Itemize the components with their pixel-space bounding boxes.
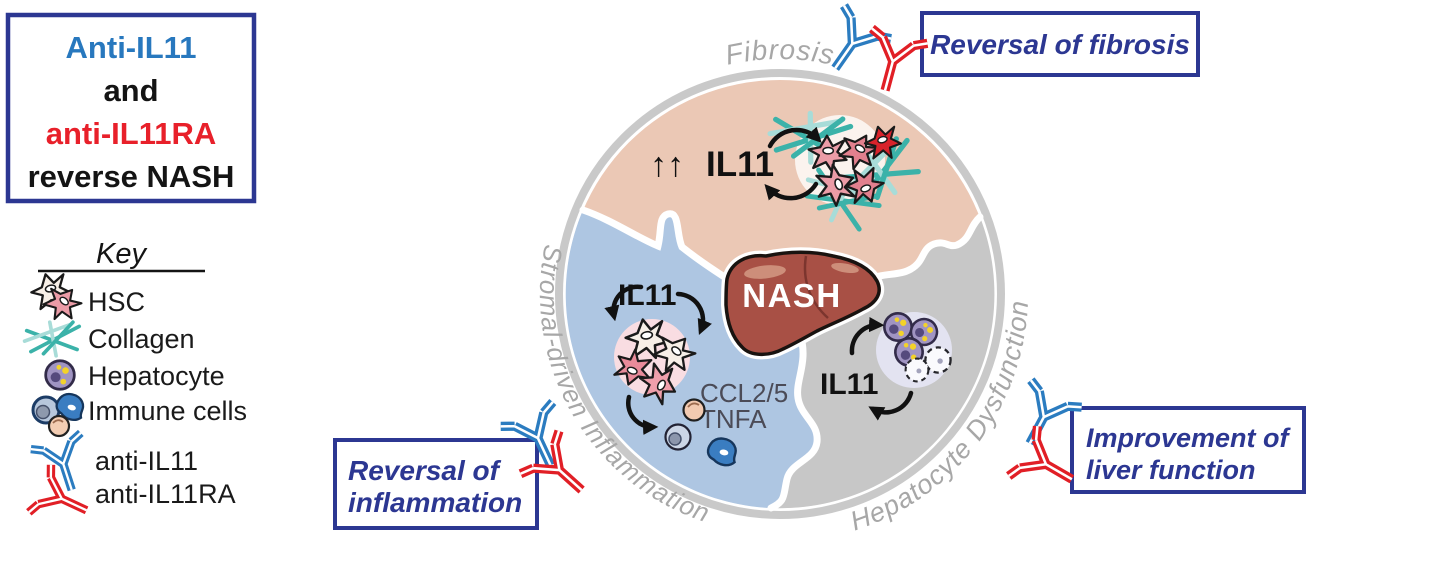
immune-cells-cluster: [664, 398, 740, 468]
title-line-and: and: [103, 73, 158, 108]
nash-label: NASH: [742, 277, 842, 314]
seam-inflammation-dysfunction: [767, 330, 821, 512]
outcome-label-liver-line2: liver function: [1086, 455, 1256, 485]
hepatocyte-icon: [44, 359, 76, 391]
key-label-hsc: HSC: [88, 287, 145, 317]
liver-highlight: [831, 262, 859, 274]
seam-fibrosis-inflammation: [579, 206, 760, 300]
collagen-icon: [22, 320, 82, 358]
outcome-box-fibrosis: Reversal of fibrosis: [920, 11, 1200, 77]
nash-circle-diagram: Fibrosis Stromal-driven Inflammation Hep…: [534, 34, 1033, 537]
dysfunction-sector-content: IL11: [820, 312, 952, 421]
outcome-label-liver-line1: Improvement of: [1086, 423, 1292, 453]
outcome-label-inflammation-line2: inflammation: [348, 487, 522, 518]
fibrosis-sector-content: ↑↑ IL11: [650, 107, 925, 238]
key-label-anti-il11: anti-IL11: [95, 446, 198, 476]
cytokine-label-ccl: CCL2/5: [700, 378, 788, 408]
cycle-arrow: [626, 394, 659, 435]
outcome-label-fibrosis: Reversal of fibrosis: [930, 29, 1190, 60]
cycle-arrow: [764, 181, 819, 201]
hsc-cell-icon: [26, 268, 87, 329]
liver-highlight: [744, 265, 786, 279]
inflammation-sector: [565, 210, 818, 508]
key-label-collagen: Collagen: [88, 324, 195, 354]
cycle-arrow: [604, 284, 644, 322]
outcome-box-inflammation-border: [333, 438, 539, 530]
il11-up-arrows: ↑↑: [650, 146, 684, 184]
cycle-arrow: [675, 291, 712, 335]
key-heading: Key: [96, 238, 147, 270]
cytokine-label-tnfa: TNFA: [700, 404, 767, 434]
fibrosis-arc-label: Fibrosis: [723, 34, 838, 71]
title-line-anti-il11: Anti-IL11: [66, 30, 197, 65]
title-box: Anti-IL11 and anti-IL11RA reverse NASH: [5, 12, 257, 204]
cycle-arrow: [767, 126, 822, 149]
liver-crease: [803, 255, 829, 319]
immune-cells-icon: [31, 389, 88, 438]
key-label-hepatocyte: Hepatocyte: [88, 361, 225, 391]
key-panel: Key HSC Collagen Hepatocyte Immune cells: [22, 238, 247, 534]
outcome-box-inflammation: Reversal of inflammation: [333, 438, 539, 530]
outcome-label-inflammation-line1: Reversal of: [348, 455, 502, 486]
cycle-arrow: [849, 316, 885, 356]
key-label-anti-il11ra: anti-IL11RA: [95, 479, 236, 509]
title-line-anti-il11ra: anti-IL11RA: [46, 116, 217, 151]
outcome-box-fibrosis-border: [920, 11, 1200, 77]
liver-illustration: NASH: [720, 247, 885, 360]
cycle-arrow: [868, 390, 914, 421]
outcome-box-liver-function: Improvement of liver function: [1070, 406, 1306, 494]
il11-label-fibrosis: IL11: [706, 145, 774, 184]
inflammation-sector-content: IL11 CCL2/5 TNFA: [604, 279, 788, 468]
seam-fibrosis-dysfunction: [849, 213, 984, 290]
il11-label-inflammation: IL11: [618, 279, 676, 312]
il11-label-dysfunction: IL11: [820, 368, 878, 401]
title-line-reverse-nash: reverse NASH: [28, 159, 235, 194]
key-label-immune-cells: Immune cells: [88, 396, 247, 426]
title-box-border: [5, 12, 257, 204]
outcome-box-liver-function-border: [1070, 406, 1306, 494]
antibody-blue-icon: [31, 433, 97, 498]
